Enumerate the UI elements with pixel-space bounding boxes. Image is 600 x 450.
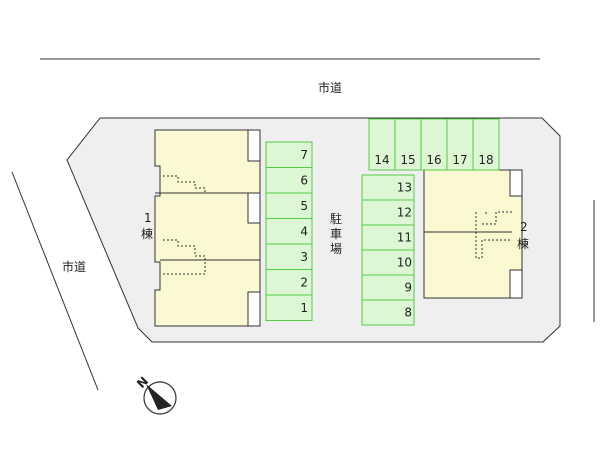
parking-space-rect	[265, 218, 313, 245]
parking-space-number: 6	[300, 173, 308, 187]
parking-space-left-3: 3	[265, 243, 313, 270]
parking-space-number: 2	[300, 275, 308, 289]
parking-space-middle-9: 9	[361, 274, 415, 301]
parking-left-column: 7 6 5 4 3 2 1	[265, 141, 313, 321]
parking-space-rect	[265, 192, 313, 219]
building-2-stair	[475, 211, 512, 259]
parking-space-rect	[361, 199, 415, 226]
building-1-label-number: 1	[144, 211, 152, 225]
building-2-outline	[423, 169, 523, 299]
parking-space-left-1: 1	[265, 294, 313, 321]
parking-space-number: 16	[426, 153, 441, 167]
parking-space-rect	[265, 269, 313, 296]
left-road-line	[11, 171, 99, 391]
parking-space-middle-10: 10	[361, 249, 415, 276]
top-road-label: 市道	[318, 81, 343, 95]
parking-space-top-16: 16	[420, 118, 448, 171]
building-1-outline	[154, 129, 261, 327]
building-1-balcony-top	[247, 129, 261, 162]
parking-space-rect	[472, 118, 500, 171]
building-2-label-number: 2	[520, 220, 528, 234]
parking-space-left-7: 7	[265, 141, 313, 168]
left-road-label: 市道	[62, 260, 87, 274]
parking-space-top-18: 18	[472, 118, 500, 171]
parking-space-rect	[265, 167, 313, 194]
parking-space-middle-11: 11	[361, 224, 415, 251]
parking-space-number: 9	[404, 281, 412, 295]
parking-space-rect	[361, 274, 415, 301]
parking-space-number: 11	[397, 231, 412, 245]
building-1	[154, 129, 261, 327]
parking-space-rect	[446, 118, 474, 171]
parking-space-rect	[265, 294, 313, 321]
north-compass: N	[134, 374, 177, 415]
parking-space-number: 14	[374, 153, 389, 167]
parking-space-rect	[420, 118, 448, 171]
parking-space-number: 18	[478, 153, 493, 167]
parking-space-top-17: 17	[446, 118, 474, 171]
parking-space-rect	[265, 141, 313, 168]
parking-space-left-2: 2	[265, 269, 313, 296]
parking-space-left-6: 6	[265, 167, 313, 194]
parking-space-middle-12: 12	[361, 199, 415, 226]
building-1-stair-upper	[163, 175, 206, 193]
building-2-balcony-bottom	[509, 269, 523, 299]
compass-arrow-icon	[146, 384, 172, 410]
parking-space-rect	[368, 118, 396, 171]
building-1-balcony-bottom	[247, 291, 261, 327]
parking-space-rect	[361, 299, 415, 326]
parking-space-rect	[265, 243, 313, 270]
parking-space-number: 17	[452, 153, 467, 167]
building-1-balcony-mid	[247, 192, 261, 224]
parking-space-number: 10	[397, 256, 412, 270]
parking-top-row: 14 15 16 17 18	[368, 118, 500, 171]
parking-space-number: 8	[404, 306, 412, 320]
parking-space-rect	[361, 224, 415, 251]
parking-space-number: 3	[300, 250, 308, 264]
parking-area-label: 駐車場	[330, 212, 343, 256]
parking-space-rect	[361, 174, 415, 201]
parking-space-number: 1	[300, 301, 308, 315]
parking-space-number: 13	[397, 181, 412, 195]
parking-space-rect	[394, 118, 422, 171]
building-2-balcony-top	[509, 169, 523, 197]
parking-space-left-4: 4	[265, 218, 313, 245]
parking-space-number: 12	[397, 206, 412, 220]
parking-space-rect	[361, 249, 415, 276]
building-2-label-kanji: 棟	[517, 237, 530, 251]
parking-space-middle-8: 8	[361, 299, 415, 326]
building-2	[423, 169, 523, 299]
parking-middle-column: 13 12 11 10 9 8	[361, 174, 415, 326]
parking-space-number: 15	[400, 153, 415, 167]
parking-space-number: 4	[300, 224, 308, 238]
parking-space-top-14: 14	[368, 118, 396, 171]
building-1-stair-lower	[163, 239, 206, 275]
parking-space-number: 7	[300, 148, 308, 162]
building-1-label-kanji: 棟	[141, 227, 154, 241]
parking-space-number: 5	[300, 199, 308, 213]
parking-space-top-15: 15	[394, 118, 422, 171]
parking-space-left-5: 5	[265, 192, 313, 219]
parking-space-middle-13: 13	[361, 174, 415, 201]
